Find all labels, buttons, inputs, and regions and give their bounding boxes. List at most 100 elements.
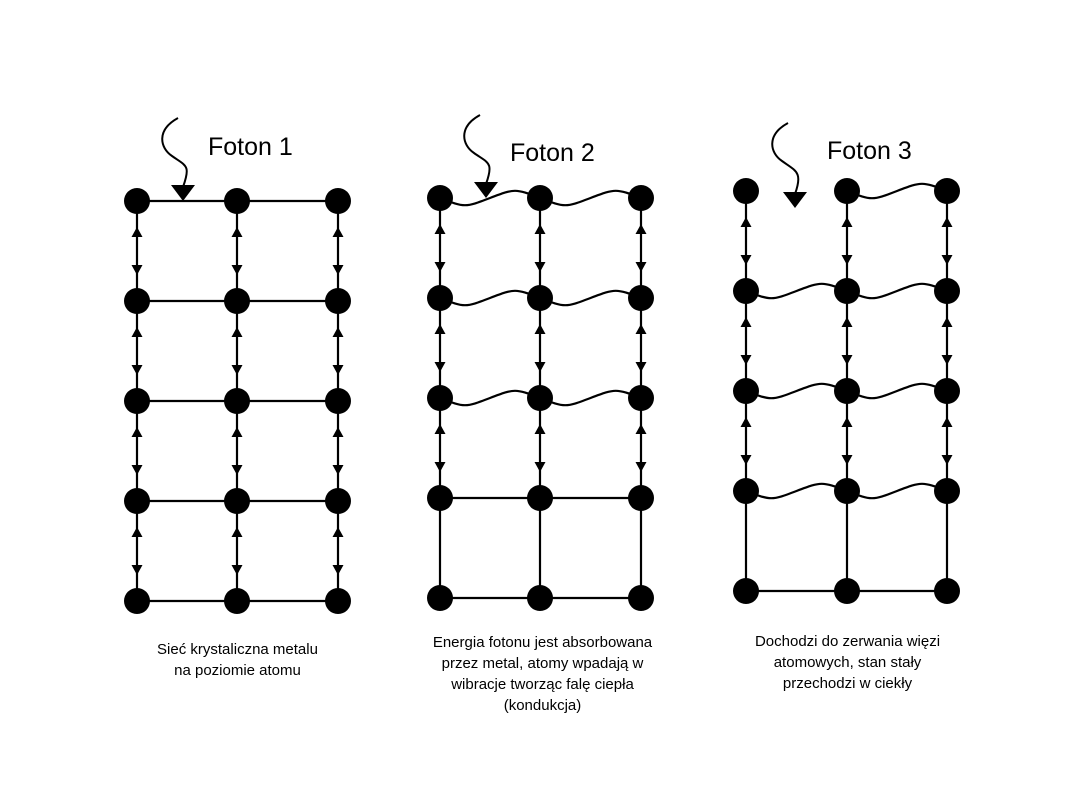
vibration-arrow-down bbox=[534, 462, 546, 472]
vibration-arrow-down bbox=[231, 465, 243, 475]
atom bbox=[733, 478, 759, 504]
vibration-arrow-down bbox=[332, 565, 344, 575]
vibration-arrow-down bbox=[231, 265, 243, 275]
caption-panel-3: Dochodzi do zerwania więzi atomowych, st… bbox=[754, 633, 941, 692]
atom bbox=[124, 288, 150, 314]
vibration-arrow-up bbox=[941, 317, 953, 327]
vibration-arrow-up bbox=[131, 327, 143, 337]
atom bbox=[224, 288, 250, 314]
wavy-bond bbox=[539, 389, 642, 407]
vibration-arrow-down bbox=[434, 362, 446, 372]
photon-label: Foton 1 bbox=[208, 133, 293, 161]
vibration-arrow-down bbox=[231, 365, 243, 375]
vibration-arrow-up bbox=[941, 417, 953, 427]
wavy-bond bbox=[539, 289, 642, 307]
atom bbox=[628, 385, 654, 411]
wavy-bond bbox=[439, 189, 541, 207]
wavy-bond bbox=[745, 482, 848, 500]
wavy-bond bbox=[846, 482, 948, 500]
vibration-arrow-down bbox=[231, 565, 243, 575]
atom bbox=[527, 385, 553, 411]
atom bbox=[325, 488, 351, 514]
panel-photon-2: Foton 2 bbox=[427, 114, 654, 611]
atom bbox=[427, 185, 453, 211]
vibration-arrow-up bbox=[434, 424, 446, 434]
atom bbox=[325, 288, 351, 314]
wavy-bond bbox=[745, 382, 848, 400]
wavy-bond bbox=[439, 289, 541, 307]
vibration-arrow-down bbox=[534, 362, 546, 372]
vibration-arrow-down bbox=[841, 355, 853, 365]
atom bbox=[733, 278, 759, 304]
photon-arrowhead bbox=[783, 192, 807, 208]
atom bbox=[628, 185, 654, 211]
atom bbox=[124, 188, 150, 214]
vibration-arrow-up bbox=[231, 427, 243, 437]
lattice-bonds bbox=[438, 189, 643, 600]
atom bbox=[834, 578, 860, 604]
atom bbox=[834, 378, 860, 404]
vibration-arrow-down bbox=[131, 565, 143, 575]
atom bbox=[325, 588, 351, 614]
vibration-arrow-down bbox=[434, 462, 446, 472]
vibration-arrow-down bbox=[841, 255, 853, 265]
vibration-arrow-up bbox=[841, 317, 853, 327]
atom bbox=[934, 378, 960, 404]
atom bbox=[733, 178, 759, 204]
caption-panel-1: Sieć krystaliczna metalu na poziomie ato… bbox=[157, 641, 318, 679]
vibration-arrow-down bbox=[534, 262, 546, 272]
atom bbox=[628, 285, 654, 311]
vibration-arrow-down bbox=[332, 365, 344, 375]
wavy-bond bbox=[539, 189, 642, 207]
photon-arrowhead bbox=[474, 182, 498, 198]
vibration-arrow-up bbox=[131, 527, 143, 537]
vibration-arrow-down bbox=[941, 255, 953, 265]
lattice-bonds bbox=[744, 182, 949, 593]
photon-wave bbox=[161, 117, 188, 188]
atom bbox=[628, 485, 654, 511]
vibration-arrow-down bbox=[635, 462, 647, 472]
vibration-arrow-down bbox=[434, 262, 446, 272]
atom bbox=[427, 485, 453, 511]
vibration-arrow-up bbox=[534, 324, 546, 334]
panel-photon-3: Foton 3 bbox=[733, 122, 960, 604]
atom bbox=[224, 588, 250, 614]
vibration-arrow-down bbox=[941, 455, 953, 465]
vibration-arrow-down bbox=[941, 355, 953, 365]
vibration-arrow-down bbox=[635, 262, 647, 272]
vibration-arrow-down bbox=[332, 265, 344, 275]
atom bbox=[224, 488, 250, 514]
atom bbox=[527, 285, 553, 311]
atom bbox=[124, 588, 150, 614]
wavy-bond bbox=[745, 282, 848, 300]
vibration-arrow-up bbox=[332, 327, 344, 337]
atom bbox=[527, 585, 553, 611]
wavy-bond bbox=[439, 389, 541, 407]
vibration-arrow-up bbox=[941, 217, 953, 227]
vibration-arrow-up bbox=[231, 327, 243, 337]
vibration-arrow-down bbox=[841, 455, 853, 465]
vibration-arrow-up bbox=[231, 227, 243, 237]
atom bbox=[733, 578, 759, 604]
vibration-arrow-up bbox=[635, 424, 647, 434]
vibration-arrow-up bbox=[131, 427, 143, 437]
vibration-arrow-up bbox=[131, 227, 143, 237]
vibration-arrow-down bbox=[635, 362, 647, 372]
vibration-arrow-down bbox=[332, 465, 344, 475]
photon-label: Foton 2 bbox=[510, 139, 595, 167]
vibration-arrow-up bbox=[332, 527, 344, 537]
vibration-arrow-up bbox=[635, 224, 647, 234]
vibration-arrow-down bbox=[131, 465, 143, 475]
vibration-arrow-up bbox=[635, 324, 647, 334]
atom bbox=[427, 285, 453, 311]
vibration-arrow-down bbox=[740, 455, 752, 465]
atom bbox=[628, 585, 654, 611]
vibration-arrow-up bbox=[841, 217, 853, 227]
vibration-arrow-up bbox=[841, 417, 853, 427]
vibration-arrow-up bbox=[740, 417, 752, 427]
photon-wave bbox=[771, 122, 800, 195]
atom bbox=[834, 478, 860, 504]
atom bbox=[325, 388, 351, 414]
vibration-arrow-up bbox=[740, 217, 752, 227]
